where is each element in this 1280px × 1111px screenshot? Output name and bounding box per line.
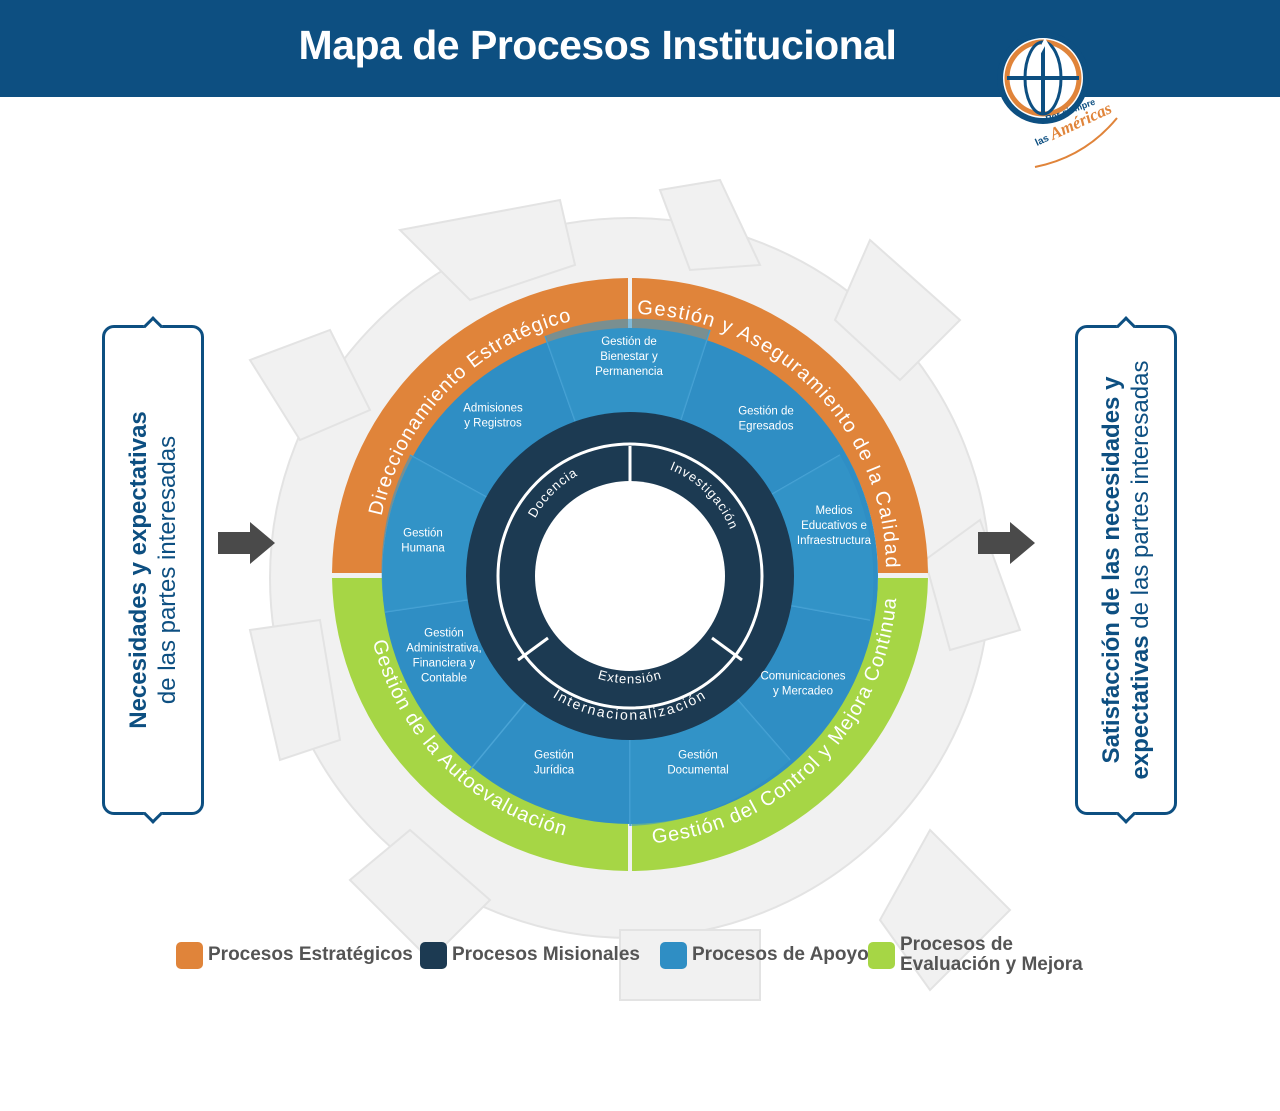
- output-box-line1: Satisfacción de las necesidades y: [1098, 376, 1125, 764]
- output-box-line2-bold: expectativas: [1127, 635, 1154, 780]
- institution-logo: Por siempre las Américas: [997, 32, 1118, 168]
- legend-strategic: Procesos Estratégicos: [176, 940, 413, 970]
- input-box: Necesidades y expectativas de las partes…: [102, 316, 204, 824]
- legend-swatch-evaluation: [868, 941, 895, 969]
- label-extension: Extensión: [597, 667, 663, 687]
- center-circle: [535, 481, 725, 671]
- input-box-line1: Necesidades y expectativas: [125, 411, 152, 729]
- legend-support: Procesos de Apoyo: [660, 940, 869, 970]
- output-box-text: Satisfacción de las necesidades y expect…: [1097, 335, 1155, 805]
- output-box: Satisfacción de las necesidades y expect…: [1075, 316, 1177, 824]
- svg-text:las: las: [1034, 133, 1052, 149]
- legend-swatch-support: [660, 941, 687, 969]
- legend-missional: Procesos Misionales: [420, 940, 640, 970]
- svg-text:Extensión: Extensión: [597, 667, 664, 687]
- page-title: Mapa de Procesos Institucional: [298, 22, 897, 68]
- legend-label-strategic: Procesos Estratégicos: [208, 944, 413, 965]
- legend-swatch-strategic: [176, 941, 203, 969]
- legend-label-support: Procesos de Apoyo: [692, 944, 869, 965]
- input-box-line2: de las partes interesadas: [154, 435, 181, 705]
- legend-label-evaluation-line2: Evaluación y Mejora: [900, 954, 1083, 975]
- ring-segment-control: [632, 578, 928, 871]
- ring-segment-calidad: [632, 278, 928, 573]
- legend-swatch-missional: [420, 941, 447, 969]
- legend-evaluation: Procesos de Evaluación y Mejora: [868, 934, 1083, 976]
- input-arrow-icon: [218, 522, 275, 564]
- output-arrow-icon: [978, 522, 1035, 564]
- input-box-text: Necesidades y expectativas de las partes…: [124, 335, 182, 805]
- ring-segment-autoevaluacion: [332, 578, 628, 871]
- ring-segment-direccionamiento: [332, 278, 628, 573]
- legend-label-missional: Procesos Misionales: [452, 944, 640, 965]
- output-box-line2-rest: de las partes interesadas: [1127, 360, 1154, 636]
- legend-label-evaluation-line1: Procesos de: [900, 934, 1013, 955]
